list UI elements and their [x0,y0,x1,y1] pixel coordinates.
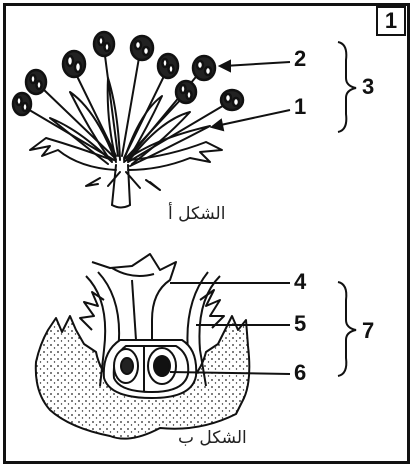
label-1: 1 [294,96,306,118]
anther [131,36,153,60]
caption-figure-a: الشكل أ [168,206,225,223]
pointer-line-2 [224,62,290,66]
anther [94,32,114,56]
anther [13,93,31,115]
style [132,280,136,340]
anther [193,56,215,80]
brace-3 [338,42,356,132]
brace-7 [338,282,356,376]
anther [176,81,196,103]
figure-b-drawing [36,254,250,439]
label-2: 2 [294,48,306,70]
label-3: 3 [362,76,374,98]
flower-stalk [112,165,130,205]
pointer-line-1 [216,110,290,126]
anther [158,54,178,78]
label-7: 7 [362,320,374,342]
caption-figure-b: الشكل ب [178,430,247,447]
label-5: 5 [294,313,306,335]
anther [221,90,243,110]
anthers [13,32,243,115]
label-4: 4 [294,271,306,293]
anther [63,51,85,77]
anther [26,70,46,94]
arrowhead-1 [212,120,223,130]
arrowhead-2 [220,61,230,71]
label-6: 6 [294,362,306,384]
filament [124,72,166,158]
